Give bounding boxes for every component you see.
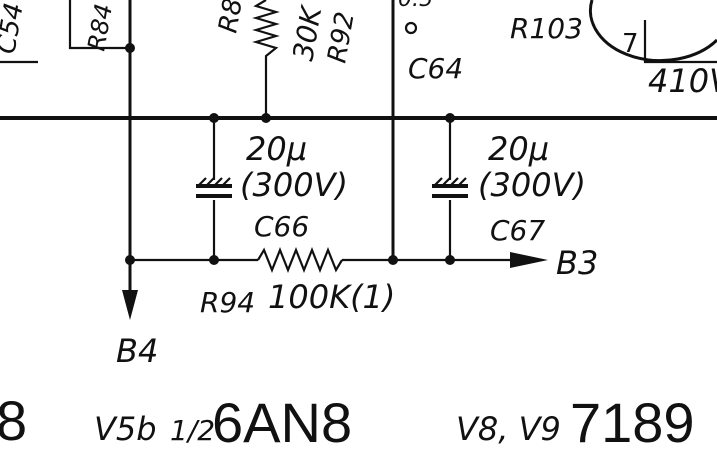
junction-c67-bottom — [445, 255, 455, 265]
junction-b4 — [125, 255, 135, 265]
label-r103: R103 — [510, 12, 583, 45]
junction-r92 — [261, 113, 271, 123]
r94-resistor — [257, 247, 343, 273]
label-tube-7189: 7189 — [570, 391, 695, 449]
r92-resistor — [252, 0, 280, 62]
label-half: 1/2 — [170, 414, 215, 447]
label-v8-v9: V8, V9 — [456, 410, 561, 448]
label-c64: C64 — [408, 52, 463, 85]
label-410v: 410V — [648, 62, 717, 100]
b4-arrow — [122, 290, 138, 320]
c64-terminal — [404, 21, 418, 35]
label-r92-value: 30K — [286, 2, 328, 63]
label-c66: C66 — [254, 210, 309, 243]
junction-c64 — [388, 255, 398, 265]
label-tube-6an8: 6AN8 — [212, 391, 352, 449]
label-pin7: 7 — [622, 29, 639, 59]
b3-arrow — [510, 252, 548, 268]
label-c66-rating: (300V) — [240, 166, 348, 204]
label-r84: R84 — [82, 2, 118, 53]
c66-hatch — [197, 177, 231, 187]
label-c67-value: 20μ — [488, 130, 549, 168]
label-left-partial: 8 — [0, 389, 27, 449]
label-c67: C67 — [490, 214, 545, 247]
label-c66-value: 20μ — [246, 130, 307, 168]
label-b3: B3 — [556, 244, 598, 282]
label-b4: B4 — [116, 332, 158, 370]
r84-box — [68, 0, 130, 50]
label-c54: C54 — [0, 1, 30, 57]
pin7-lead — [643, 20, 717, 64]
label-r94-value: 100K(1) — [268, 278, 395, 316]
junction-c66-top — [209, 113, 219, 123]
junction-c67-top — [445, 113, 455, 123]
c67-hatch — [433, 177, 467, 187]
label-r94: R94 — [200, 286, 255, 319]
tube-envelope — [588, 0, 717, 63]
label-v5b: V5b — [94, 410, 157, 448]
label-r91-partial: R8 — [213, 0, 249, 35]
label-r92: R92 — [322, 10, 360, 66]
junction-r84 — [125, 43, 135, 53]
junction-c66-bottom — [209, 255, 219, 265]
label-top-partial: 0.5 — [398, 0, 433, 12]
label-c67-rating: (300V) — [478, 166, 586, 204]
